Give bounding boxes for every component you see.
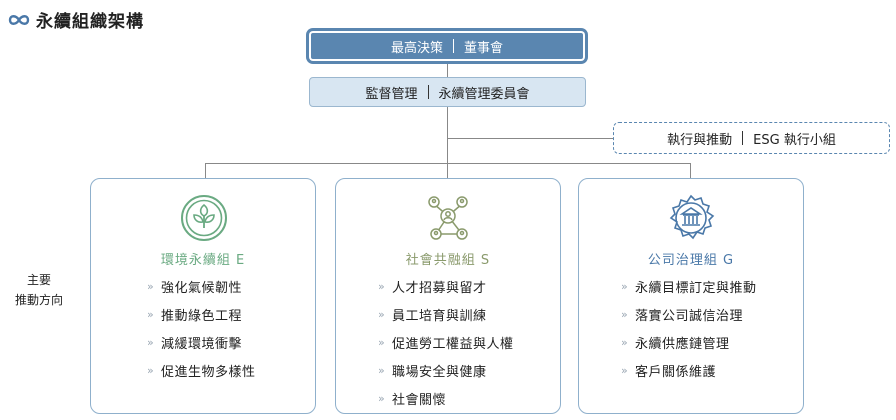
chevron-right-icon: » [378,391,386,405]
governance-card-title: 公司治理組 G [647,253,735,268]
chevron-right-icon: » [378,279,386,293]
environment-item-list: » 強化氣候韌性 » 推動綠色工程 » 減緩環境衝擊 » 促進生物多樣性 [147,272,256,384]
list-item: » 強化氣候韌性 [147,272,256,300]
separator [427,85,429,99]
chevron-right-icon: » [147,279,155,293]
list-item-label: 強化氣候韌性 [161,280,243,296]
list-item-label: 永續目標訂定與推動 [635,280,757,296]
list-item-label: 客戶關係維護 [635,364,717,380]
list-item: » 落實公司誠信治理 [621,300,757,328]
connector-drop-e [205,163,206,178]
connector-top-mid [447,61,448,77]
infinity-icon [8,12,30,26]
top-box-right-label: 董事會 [464,40,504,56]
list-item-label: 減緩環境衝擊 [161,336,243,352]
sustainability-committee-box: 監督管理 永續管理委員會 [309,77,586,107]
bank-gear-icon [667,194,715,242]
chevron-right-icon: » [621,335,629,349]
governance-item-list: » 永續目標訂定與推動 » 落實公司誠信治理 » 永續供應鏈管理 » 客戶關係維護 [621,272,757,384]
main-direction-line1: 主要 [26,273,51,287]
list-item: » 職場安全與健康 [378,356,514,384]
connector-drop-g [690,163,691,178]
list-item-label: 推動綠色工程 [161,308,243,324]
chevron-right-icon: » [147,307,155,321]
page-title-text: 永續組織架構 [36,11,144,32]
side-box-left-label: 執行與推動 [667,132,733,148]
esg-task-force-box: 執行與推動 ESG 執行小組 [613,122,890,154]
main-direction-label: 主要 推動方向 [8,270,70,310]
list-item: » 永續供應鏈管理 [621,328,757,356]
page-title: 永續組織架構 [8,6,144,32]
chevron-right-icon: » [621,307,629,321]
top-box-left-label: 最高決策 [390,40,443,56]
mid-box-right-label: 永續管理委員會 [438,86,530,102]
social-card: 社會共融組 S » 人才招募與留才 » 員工培育與訓練 » 促進勞工權益與人權 » 職場… [335,178,561,414]
list-item: » 社會關懷 [378,384,514,412]
list-item: » 員工培育與訓練 [378,300,514,328]
side-box-right-label: ESG 執行小組 [753,132,836,148]
environment-card-title: 環境永續組 E [160,253,246,268]
chevron-right-icon: » [378,335,386,349]
connector-drop-s [447,163,448,178]
connector-main-trunk [447,107,448,163]
list-item-label: 促進生物多樣性 [161,364,256,380]
list-item: » 促進勞工權益與人權 [378,328,514,356]
list-item-label: 人才招募與留才 [392,280,487,296]
list-item-label: 促進勞工權益與人權 [392,336,514,352]
chevron-right-icon: » [147,363,155,377]
mid-box-left-label: 監督管理 [365,86,418,102]
main-direction-line2: 推動方向 [14,293,63,307]
list-item-label: 永續供應鏈管理 [635,336,730,352]
list-item-label: 落實公司誠信治理 [635,308,744,324]
connector-side-branch [447,138,613,139]
list-item: » 客戶關係維護 [621,356,757,384]
leaf-icon [180,194,228,242]
environment-card: 環境永續組 E » 強化氣候韌性 » 推動綠色工程 » 減緩環境衝擊 » 促進生物多樣性 [90,178,316,414]
list-item-label: 職場安全與健康 [392,364,487,380]
network-people-icon [424,194,472,242]
list-item-label: 社會關懷 [392,392,447,408]
chevron-right-icon: » [147,335,155,349]
separator [453,39,454,53]
separator [742,131,744,145]
chevron-right-icon: » [378,307,386,321]
connector-horizontal-bar [205,163,691,164]
list-item-label: 員工培育與訓練 [392,308,487,324]
list-item: » 推動綠色工程 [147,300,256,328]
list-item: » 促進生物多樣性 [147,356,256,384]
board-of-directors-box: 最高決策 董事會 [309,31,585,61]
social-item-list: » 人才招募與留才 » 員工培育與訓練 » 促進勞工權益與人權 » 職場安全與健康 » 社… [378,272,514,412]
list-item: » 減緩環境衝擊 [147,328,256,356]
chevron-right-icon: » [378,363,386,377]
governance-card: 公司治理組 G » 永續目標訂定與推動 » 落實公司誠信治理 » 永續供應鏈管理 » 客… [578,178,804,414]
list-item: » 人才招募與留才 [378,272,514,300]
chevron-right-icon: » [621,363,629,377]
list-item: » 永續目標訂定與推動 [621,272,757,300]
chevron-right-icon: » [621,279,629,293]
social-card-title: 社會共融組 S [405,253,491,268]
